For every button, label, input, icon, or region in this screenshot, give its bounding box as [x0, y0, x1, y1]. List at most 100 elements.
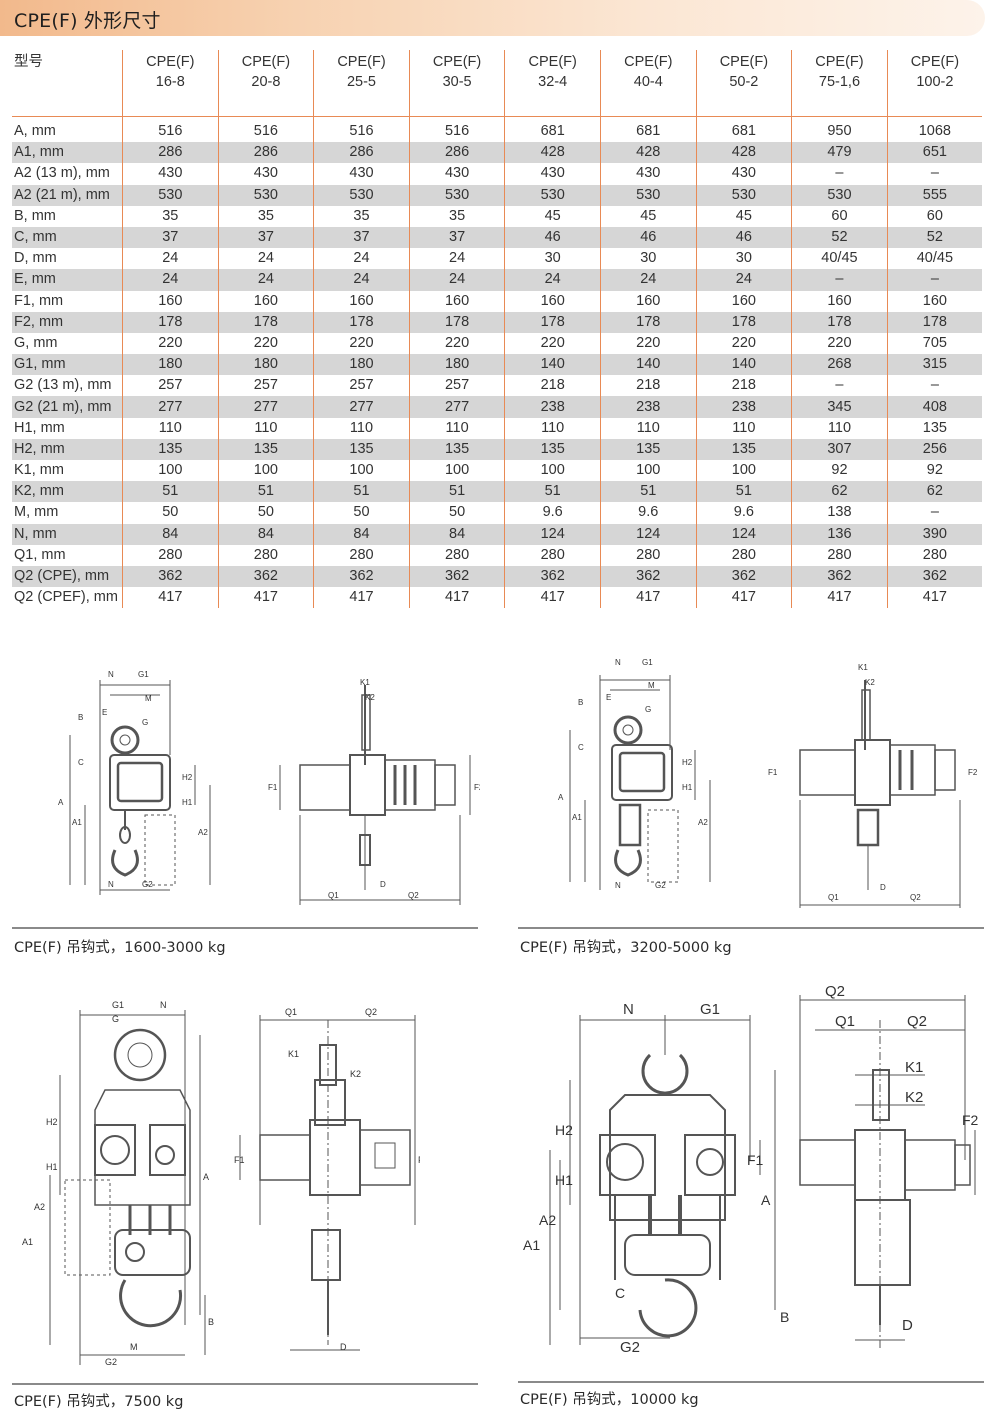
label-B-2: B	[578, 698, 583, 707]
label-A2-3: A2	[34, 1202, 45, 1212]
table-cell: 417	[217, 587, 314, 609]
table-cell: 62	[886, 481, 982, 503]
caption-fig2: CPE(F) 吊钩式，3200-5000 kg	[520, 940, 732, 956]
table-cell: 135	[886, 417, 982, 439]
table-cell: 516	[122, 116, 219, 143]
table-cell: 110	[122, 417, 219, 439]
table-cell: 681	[695, 116, 792, 143]
table-cell: 92	[791, 460, 888, 482]
row-label: F1, mm	[14, 292, 64, 309]
table-cell: 50	[408, 502, 505, 524]
table-cell: 135	[504, 438, 601, 460]
table-cell: –	[886, 163, 982, 185]
label-C-2: C	[578, 743, 584, 752]
label-F1-3: F1	[234, 1155, 245, 1165]
section-title-bar: CPE(F) 外形尺寸	[0, 0, 985, 36]
table-cell: 160	[599, 290, 697, 312]
table-cell: 37	[408, 226, 505, 249]
label-H2-3: H2	[46, 1117, 58, 1127]
table-cell: –	[886, 375, 982, 397]
label-E-2: E	[606, 693, 611, 702]
label-A-2: A	[558, 793, 564, 802]
table-cell: 100	[695, 460, 792, 482]
drawing-hoist-1600-3000: N G1 M B E G C A A1 A2 H2 H1 N G2 K1 K2 …	[58, 670, 480, 905]
table-cell: 9.6	[504, 502, 601, 524]
table-cell: 681	[599, 116, 697, 143]
table-cell: 178	[791, 311, 888, 333]
table-cell: 705	[886, 332, 982, 355]
row-label: A, mm	[14, 123, 56, 140]
label-N-3: N	[160, 1000, 167, 1010]
table-cell: 9.6	[599, 502, 697, 524]
table-cell: 417	[599, 587, 697, 609]
table-cell: 50	[217, 502, 314, 524]
table-cell: 178	[886, 311, 982, 333]
table-cell: 362	[791, 565, 888, 588]
table-cell: 35	[217, 205, 314, 227]
table-cell: 46	[695, 226, 792, 249]
label-M-3: M	[130, 1342, 138, 1352]
column-header-model: 16-8	[155, 74, 185, 90]
row-label: H2, mm	[12, 438, 123, 460]
table-cell: 345	[791, 396, 888, 418]
table-cell: 238	[599, 396, 697, 418]
column-header-model: 75-1,6	[818, 74, 861, 90]
table-cell: 35	[122, 205, 219, 227]
table-cell: 52	[791, 226, 888, 249]
label-B-3: B	[208, 1317, 214, 1327]
label-M: M	[145, 694, 152, 703]
table-cell: 277	[313, 396, 410, 418]
table-cell: 280	[122, 544, 219, 566]
table-cell: 286	[408, 142, 505, 164]
label-Q2-2: Q2	[910, 893, 921, 902]
table-cell: –	[886, 269, 982, 291]
table-cell: 220	[695, 332, 792, 355]
label-Q1-4: Q1	[835, 1013, 855, 1030]
table-cell: 45	[504, 205, 601, 227]
table-cell: 124	[504, 523, 601, 545]
label-K2-3: K2	[350, 1069, 361, 1079]
table-cell: 140	[504, 354, 601, 376]
table-cell: 681	[504, 116, 601, 143]
table-cell: 430	[599, 163, 697, 185]
column-header: CPE(F)100-2	[886, 50, 982, 117]
label-N-2b: N	[615, 881, 621, 890]
column-header-series: CPE(F)	[528, 54, 577, 70]
table-cell: –	[791, 269, 888, 291]
label-A1-4: A1	[523, 1237, 540, 1253]
table-cell: 110	[408, 417, 505, 439]
table-cell: 24	[313, 248, 410, 270]
table-cell: 218	[695, 375, 792, 397]
table-cell: 417	[791, 587, 888, 609]
label-F1-4: F1	[747, 1152, 764, 1168]
table-cell: 555	[886, 184, 982, 206]
row-label: N, mm	[12, 523, 123, 545]
column-header-series: CPE(F)	[146, 54, 195, 70]
table-cell: 950	[791, 116, 888, 143]
label-N: N	[108, 670, 114, 679]
label-Q1-3: Q1	[285, 1007, 297, 1017]
table-cell: 100	[504, 460, 601, 482]
caption-rule-2	[518, 927, 984, 929]
table-cell: 51	[313, 481, 410, 503]
caption-fig3: CPE(F) 吊钩式，7500 kg	[14, 1394, 184, 1410]
label-G2-3: G2	[105, 1357, 117, 1367]
table-cell: 218	[504, 375, 601, 397]
table-cell: 160	[122, 290, 219, 312]
label-N-4: N	[623, 1001, 634, 1018]
label-D-4: D	[902, 1317, 913, 1334]
label-K2-2: K2	[865, 678, 875, 687]
row-label: F2, mm	[12, 311, 123, 333]
column-header-series: CPE(F)	[241, 54, 291, 70]
table-cell: 35	[313, 205, 410, 227]
table-corner-label: 型号	[14, 54, 43, 70]
table-cell: 84	[122, 523, 219, 545]
label-G1-4: G1	[700, 1001, 720, 1018]
